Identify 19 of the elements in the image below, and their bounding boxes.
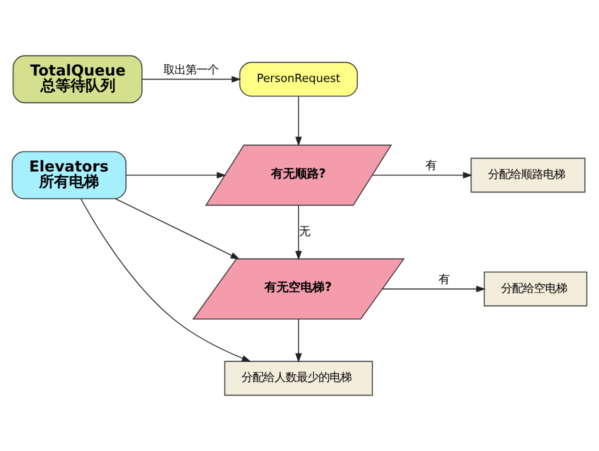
edge-label: 无 <box>299 225 310 238</box>
arrow <box>80 198 252 362</box>
node-box: TotalQueue 总等待队列 <box>12 55 142 104</box>
edge-label: 有 <box>438 272 450 286</box>
edge-label: 有 <box>426 159 437 172</box>
arrow <box>372 172 472 178</box>
edge-label: 取出第一个 <box>163 63 218 76</box>
node-box: 分配给人数最少的电梯 <box>224 360 373 396</box>
node-box: 分配给顺路电梯 <box>470 158 586 193</box>
node-box: 分配给空电梯 <box>484 272 588 306</box>
arrow <box>126 172 226 178</box>
arrow <box>115 198 240 260</box>
arrow <box>382 286 486 292</box>
arrow <box>142 76 242 83</box>
arrow <box>295 205 302 260</box>
arrow <box>295 318 302 363</box>
node-box: PersonRequest <box>239 62 358 97</box>
node-box: Elevators 所有电梯 <box>12 151 126 200</box>
arrow <box>295 96 302 146</box>
